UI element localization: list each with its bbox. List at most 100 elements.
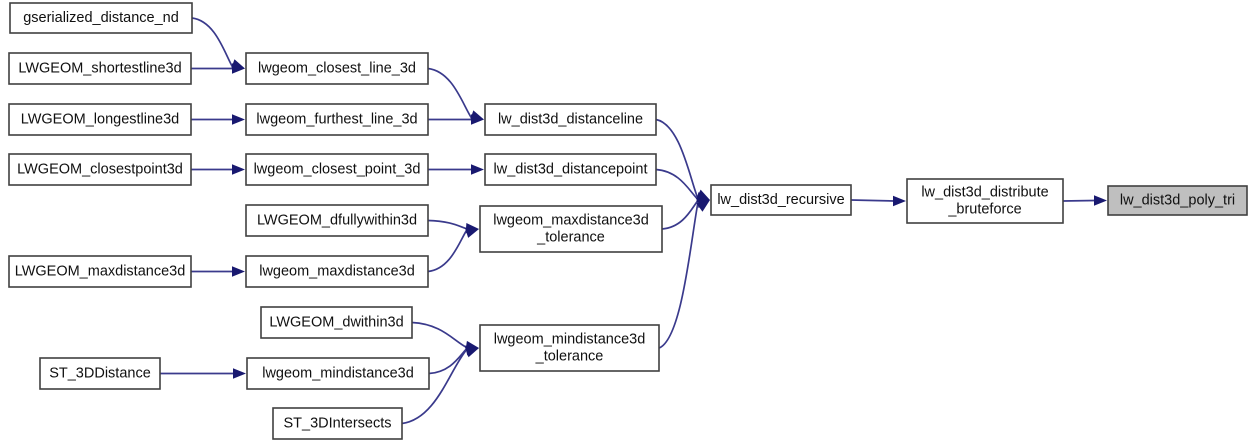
edge-arrowhead (232, 266, 245, 277)
node-box[interactable] (8, 255, 192, 288)
node-label: lwgeom_maxdistance3d (259, 263, 415, 279)
node-label: LWGEOM_shortestline3d (18, 60, 181, 76)
nodes-layer: gserialized_distance_ndLWGEOM_shortestli… (8, 2, 1248, 440)
node-gserialized_distance_nd[interactable]: gserialized_distance_nd (9, 2, 193, 34)
node-ST_3DIntersects[interactable]: ST_3DIntersects (272, 407, 403, 440)
node-label: ST_3DDistance (49, 365, 151, 381)
node-box[interactable] (8, 103, 192, 136)
edge-arrowhead (232, 63, 245, 74)
node-label: _tolerance (535, 348, 604, 364)
node-label: lw_dist3d_distancepoint (494, 161, 648, 177)
edge-line (401, 348, 468, 425)
node-label: _tolerance (536, 229, 605, 245)
edge-arrowhead (233, 368, 246, 379)
node-LWGEOM_closestpoint3d[interactable]: LWGEOM_closestpoint3d (8, 153, 192, 186)
node-lwgeom_furthest_line_3d[interactable]: lwgeom_furthest_line_3d (245, 103, 429, 136)
node-label: _bruteforce (947, 201, 1021, 217)
node-LWGEOM_shortestline3d[interactable]: LWGEOM_shortestline3d (8, 52, 192, 85)
node-label: LWGEOM_dfullywithin3d (257, 212, 417, 228)
node-lwgeom_maxdistance3d_tolerance[interactable]: lwgeom_maxdistance3d_tolerance (479, 205, 663, 253)
node-label: lw_dist3d_distanceline (498, 111, 643, 127)
node-ST_3DDistance[interactable]: ST_3DDistance (39, 357, 161, 390)
edge-lw_dist3d_distribute_bruteforce-to-lw_dist3d_poly_tri (1062, 195, 1107, 206)
edge-line (427, 229, 468, 273)
node-LWGEOM_dwithin3d[interactable]: LWGEOM_dwithin3d (260, 306, 413, 339)
edge-lw_dist3d_recursive-to-lw_dist3d_distribute_bruteforce (850, 195, 906, 207)
node-lwgeom_closest_point_3d[interactable]: lwgeom_closest_point_3d (245, 153, 429, 186)
node-box[interactable] (245, 153, 429, 186)
edge-arrowhead (696, 200, 710, 212)
node-label: lwgeom_mindistance3d (494, 331, 646, 347)
node-LWGEOM_maxdistance3d[interactable]: LWGEOM_maxdistance3d (8, 255, 192, 288)
node-box[interactable] (245, 103, 429, 136)
edges-layer (160, 17, 1107, 425)
node-box[interactable] (1107, 185, 1248, 216)
node-box[interactable] (245, 204, 429, 237)
node-lw_dist3d_distancepoint[interactable]: lw_dist3d_distancepoint (484, 153, 657, 186)
node-box[interactable] (8, 52, 192, 85)
node-label: LWGEOM_maxdistance3d (15, 263, 186, 279)
node-lw_dist3d_recursive[interactable]: lw_dist3d_recursive (710, 184, 852, 216)
node-label: ST_3DIntersects (284, 415, 392, 431)
edge-line (850, 199, 895, 202)
node-label: LWGEOM_dwithin3d (269, 314, 403, 330)
node-box[interactable] (484, 153, 657, 186)
node-box[interactable] (9, 2, 193, 34)
node-box[interactable] (479, 324, 660, 372)
node-box[interactable] (245, 52, 429, 85)
node-box[interactable] (710, 184, 852, 216)
edge-arrowhead (1094, 195, 1107, 206)
edge-line (1062, 199, 1096, 202)
edge-gserialized_distance_nd-to-lwgeom_closest_line_3d (191, 17, 245, 70)
node-label: gserialized_distance_nd (23, 10, 179, 26)
edge-line (428, 347, 468, 375)
edge-arrowhead (471, 114, 484, 125)
node-lw_dist3d_distanceline[interactable]: lw_dist3d_distanceline (484, 103, 657, 136)
edge-lw_dist3d_distancepoint-to-lw_dist3d_recursive (655, 168, 710, 203)
edge-lw_dist3d_distanceline-to-lw_dist3d_recursive (655, 118, 710, 200)
node-box[interactable] (260, 306, 413, 339)
node-lwgeom_mindistance3d_tolerance[interactable]: lwgeom_mindistance3d_tolerance (479, 324, 660, 372)
edge-line (427, 219, 468, 230)
node-box[interactable] (245, 255, 429, 288)
edge-line (411, 321, 468, 349)
node-box[interactable] (484, 103, 657, 136)
node-lwgeom_closest_line_3d[interactable]: lwgeom_closest_line_3d (245, 52, 429, 85)
node-label: lwgeom_closest_point_3d (254, 161, 421, 177)
edge-lwgeom_closest_point_3d-to-lw_dist3d_distancepoint (428, 164, 484, 175)
edge-line (658, 202, 699, 349)
node-label: lw_dist3d_recursive (717, 192, 844, 208)
edge-line (427, 67, 473, 120)
edge-line (661, 199, 699, 230)
node-LWGEOM_dfullywithin3d[interactable]: LWGEOM_dfullywithin3d (245, 204, 429, 237)
node-LWGEOM_longestline3d[interactable]: LWGEOM_longestline3d (8, 103, 192, 136)
edge-lwgeom_maxdistance3d-to-lwgeom_maxdistance3d_tolerance (427, 227, 479, 273)
edge-arrowhead (232, 114, 245, 125)
node-lwgeom_mindistance3d[interactable]: lwgeom_mindistance3d (246, 357, 430, 390)
node-box[interactable] (246, 357, 430, 390)
edge-arrowhead (465, 227, 479, 238)
edge-arrowhead (471, 164, 484, 175)
node-label: lwgeom_maxdistance3d (493, 212, 649, 228)
node-label: lw_dist3d_distribute (921, 184, 1048, 200)
node-box[interactable] (39, 357, 161, 390)
node-box[interactable] (479, 205, 663, 253)
node-lwgeom_maxdistance3d[interactable]: lwgeom_maxdistance3d (245, 255, 429, 288)
edge-lwgeom_closest_line_3d-to-lw_dist3d_distanceline (427, 67, 484, 121)
node-lw_dist3d_distribute_bruteforce[interactable]: lw_dist3d_distribute_bruteforce (906, 178, 1064, 224)
node-box[interactable] (272, 407, 403, 440)
node-box[interactable] (8, 153, 192, 186)
edge-lwgeom_furthest_line_3d-to-lw_dist3d_distanceline (428, 114, 484, 125)
node-box[interactable] (906, 178, 1064, 224)
edge-lwgeom_mindistance3d_tolerance-to-lw_dist3d_recursive (658, 200, 710, 349)
node-label: lwgeom_mindistance3d (262, 365, 414, 381)
node-label: LWGEOM_closestpoint3d (17, 161, 183, 177)
node-lw_dist3d_poly_tri[interactable]: lw_dist3d_poly_tri (1107, 185, 1248, 216)
edge-arrowhead (893, 195, 906, 207)
edge-LWGEOM_maxdistance3d-to-lwgeom_maxdistance3d (191, 266, 245, 277)
edge-line (655, 118, 699, 200)
edge-ST_3DDistance-to-lwgeom_mindistance3d (160, 368, 246, 379)
node-label: lw_dist3d_poly_tri (1120, 192, 1235, 208)
